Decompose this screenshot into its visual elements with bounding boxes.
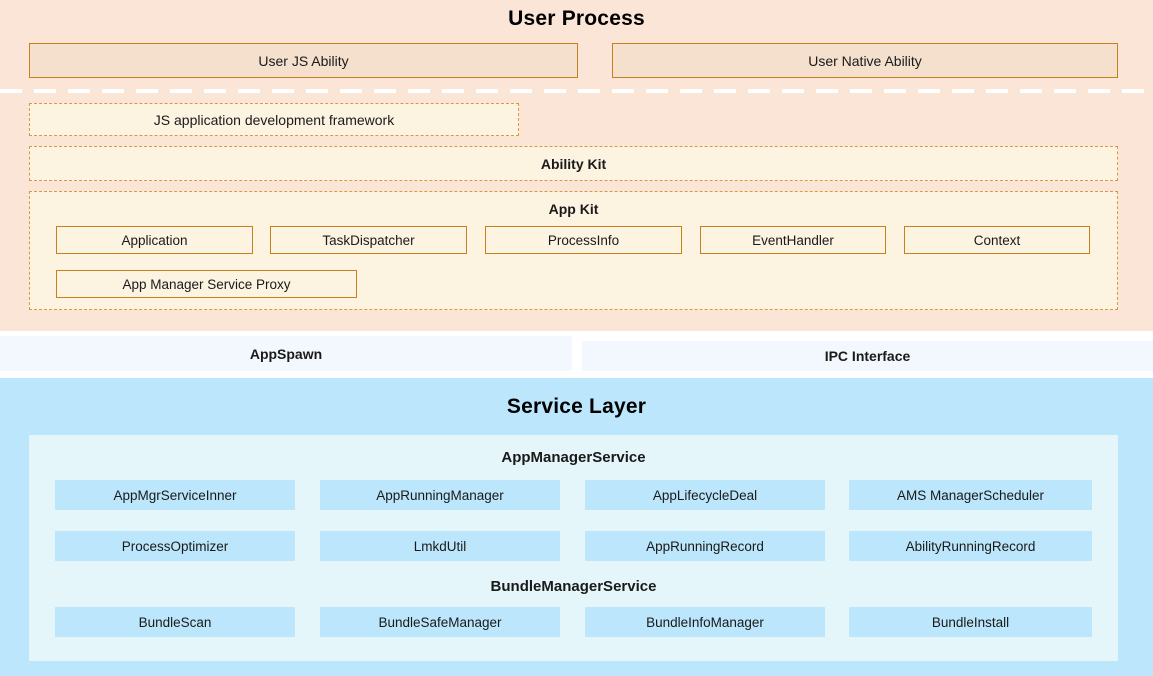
app-kit-box[interactable]: App Kit Application TaskDispatcher Proce… <box>29 191 1118 310</box>
service-layer-title: Service Layer <box>506 395 647 418</box>
module-eventhandler[interactable]: EventHandler <box>700 226 886 254</box>
js-application-development-framework-box[interactable]: JS application development framework <box>29 103 519 136</box>
service-item-processoptimizer[interactable]: ProcessOptimizer <box>55 531 295 561</box>
service-item-bundlesafemanager[interactable]: BundleSafeManager <box>320 607 560 637</box>
module-processinfo[interactable]: ProcessInfo <box>485 226 682 254</box>
service-item-lmkdutil[interactable]: LmkdUtil <box>320 531 560 561</box>
ipc-interface-panel[interactable]: IPC Interface <box>582 341 1153 371</box>
service-item-apprunningmanager[interactable]: AppRunningManager <box>320 480 560 510</box>
service-item-abilityrunningrecord[interactable]: AbilityRunningRecord <box>849 531 1092 561</box>
service-item-appmgrserviceinner[interactable]: AppMgrServiceInner <box>55 480 295 510</box>
js-framework-label: JS application development framework <box>153 111 395 128</box>
module-taskdispatcher[interactable]: TaskDispatcher <box>270 226 467 254</box>
service-item-bundleinstall[interactable]: BundleInstall <box>849 607 1092 637</box>
user-process-region: User Process User JS Ability User Native… <box>0 0 1153 331</box>
interface-strip: AppSpawn IPC Interface <box>0 331 1153 378</box>
process-boundary-divider <box>0 89 1153 93</box>
appmanagerservice-label: AppManagerService <box>501 449 646 466</box>
service-panel: AppManagerService AppMgrServiceInner App… <box>29 435 1118 661</box>
service-layer-region: Service Layer AppManagerService AppMgrSe… <box>0 378 1153 676</box>
appspawn-panel[interactable]: AppSpawn <box>0 336 572 371</box>
service-item-bundleinfomanager[interactable]: BundleInfoManager <box>585 607 825 637</box>
user-js-ability-box[interactable]: User JS Ability <box>29 43 578 78</box>
bundlemanagerservice-label: BundleManagerService <box>490 578 657 595</box>
service-item-ams-managerscheduler[interactable]: AMS ManagerScheduler <box>849 480 1092 510</box>
module-application[interactable]: Application <box>56 226 253 254</box>
app-kit-label: App Kit <box>548 201 599 217</box>
module-app-manager-service-proxy[interactable]: App Manager Service Proxy <box>56 270 357 298</box>
ability-kit-label: Ability Kit <box>540 155 607 172</box>
user-native-ability-box[interactable]: User Native Ability <box>612 43 1118 78</box>
service-item-apprunningrecord[interactable]: AppRunningRecord <box>585 531 825 561</box>
service-item-applifecycledeal[interactable]: AppLifecycleDeal <box>585 480 825 510</box>
module-context[interactable]: Context <box>904 226 1090 254</box>
ability-kit-box[interactable]: Ability Kit <box>29 146 1118 181</box>
service-item-bundlescan[interactable]: BundleScan <box>55 607 295 637</box>
user-process-title: User Process <box>508 7 645 30</box>
